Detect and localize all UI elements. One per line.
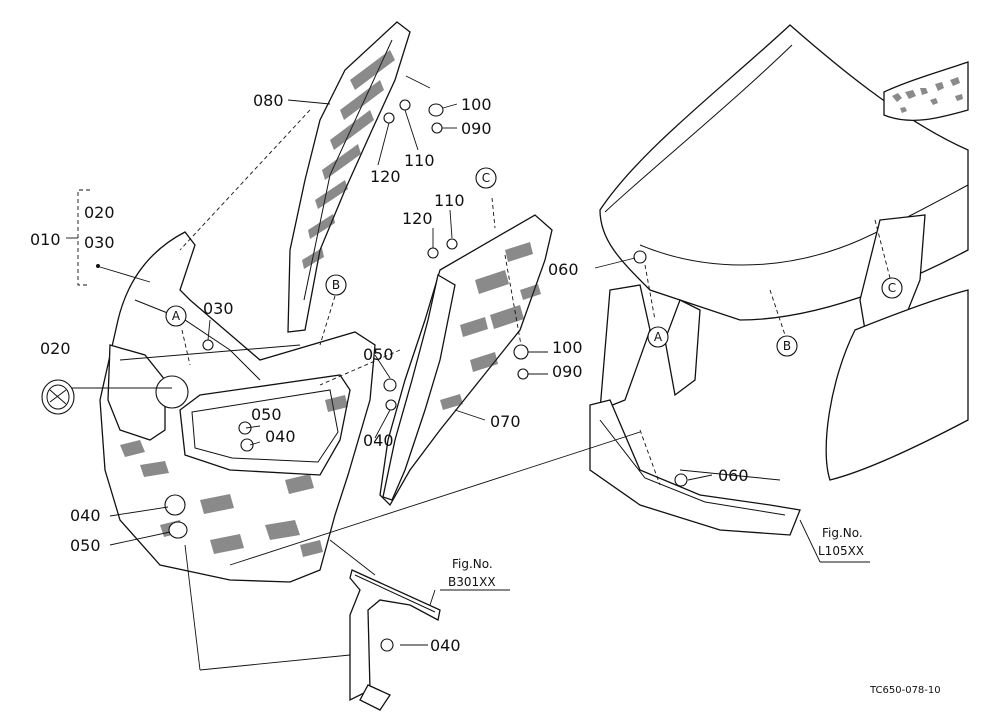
reference-markers: A B C A B C [165,167,903,357]
label-040-mid: 040 [265,427,296,446]
ref-circle-a-right [647,326,669,348]
label-040-bracket: 040 [430,636,461,655]
label-040-lower: 040 [70,506,101,525]
label-020-emblem: 020 [40,339,71,358]
hood-assembly [589,24,969,536]
label-080: 080 [253,91,284,110]
ref-circle-b-right [776,335,798,357]
fig-ref-2-line1: Fig.No. [822,526,863,540]
bolt-090-side [517,368,529,380]
ref-a-left: A [172,309,181,323]
ref-circle-c-left [475,167,497,189]
ref-circle-c-right [881,277,903,299]
label-090-side: 090 [552,362,583,381]
bolt-060-hood [633,250,647,264]
washer-120-top [383,112,395,124]
label-050-lower: 050 [70,536,101,555]
leader-lines [66,75,891,671]
ref-a-right: A [654,330,663,344]
washer-050-side [383,378,397,392]
label-010: 010 [30,230,61,249]
drawing-code: TC650-078-10 [869,685,941,696]
ref-c-right: C [888,281,896,295]
ref-b-left: B [332,278,340,292]
part-labels: 010 020 030 020 030 080 100 090 110 120 … [30,91,749,655]
label-110-side: 110 [434,191,465,210]
figure-references: Fig.No. B301XX Fig.No. L105XX [448,526,864,589]
washer-100-side [513,344,529,360]
screw-110-side [446,238,458,250]
washer-050-mid [238,421,252,435]
label-020-group: 020 [84,203,115,222]
bolt-090-top [431,122,443,134]
bolt-060-frame [674,473,688,487]
label-030-group: 030 [84,233,115,252]
bracket-lower [349,569,441,711]
screw-110-top [399,99,411,111]
ref-circle-b-left [325,274,347,296]
washer-100-top [428,103,444,117]
label-110-top: 110 [404,151,435,170]
label-060-frame: 060 [718,466,749,485]
fig-ref-2-line2: L105XX [818,544,864,558]
fig-ref-1-line1: Fig.No. [452,557,493,571]
label-100-side: 100 [552,338,583,357]
label-050-mid: 050 [251,405,282,424]
label-060-hood: 060 [548,260,579,279]
bolt-040-bracket [380,638,394,652]
fig-ref-1-line2: B301XX [448,575,496,589]
grille-hardware [383,99,444,134]
ref-circle-a-left [165,305,187,327]
ref-c-left: C [482,171,490,185]
washer-120-side [427,247,439,259]
bolt-040-side [385,399,397,411]
label-090-top: 090 [461,119,492,138]
bolt-040-mid [240,438,254,452]
bolt-040-lower [164,494,186,516]
ref-b-right: B [783,339,791,353]
grille-080 [287,21,411,333]
label-070: 070 [490,412,521,431]
label-100-top: 100 [461,95,492,114]
label-120-top: 120 [370,167,401,186]
side-panel-070 [379,214,553,507]
label-030-nut: 030 [203,299,234,318]
label-040-side: 040 [363,431,394,450]
dot-marker-010 [96,264,100,268]
washer-050-lower [168,521,188,539]
nut-030 [202,339,214,351]
emblem-hole [155,375,189,409]
label-050-side: 050 [363,345,394,364]
label-120-side: 120 [402,209,433,228]
